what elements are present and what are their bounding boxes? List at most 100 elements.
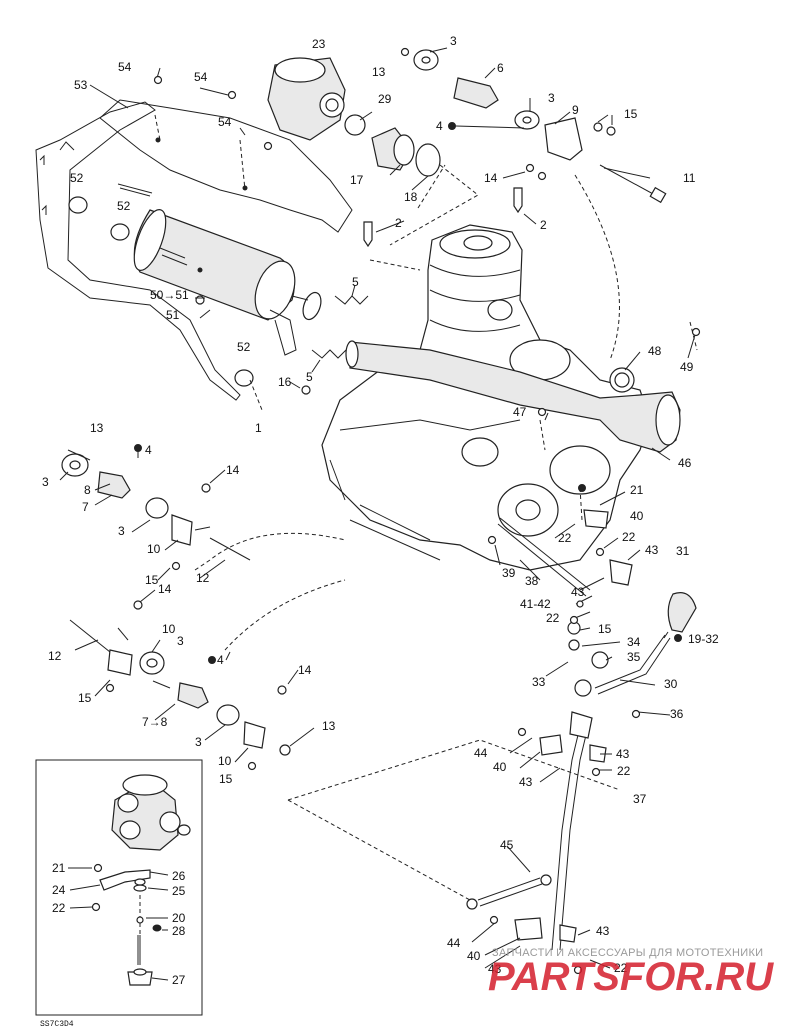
- callout: 21: [52, 861, 66, 875]
- watermark: ЗАПЧАСТИ И АКСЕССУАРЫ ДЛЯ МОТОТЕХНИКИ PA…: [488, 947, 774, 999]
- callout: 44: [474, 746, 488, 760]
- callout: 16: [278, 375, 292, 389]
- shift-linkage: [466, 711, 607, 951]
- callout: 14: [158, 582, 172, 596]
- callout: 13: [372, 65, 386, 79]
- intake-boot-and-clamps: [344, 114, 441, 177]
- callout: 14: [298, 663, 312, 677]
- callout: 11: [683, 171, 696, 185]
- callout: 10: [147, 542, 161, 556]
- callout: 43: [571, 585, 585, 599]
- shield-rivet: [242, 185, 248, 191]
- callout: 1: [255, 421, 262, 435]
- watermark-tagline: ЗАПЧАСТИ И АКСЕССУАРЫ ДЛЯ МОТОТЕХНИКИ: [492, 947, 763, 959]
- callout: 21: [630, 483, 644, 497]
- callout: 6: [497, 61, 504, 75]
- callout: 14: [484, 171, 498, 185]
- engine-mount-upper: [413, 49, 667, 204]
- callout: 40: [630, 509, 644, 523]
- callout: 3: [450, 34, 457, 48]
- callout: 20: [172, 911, 186, 925]
- callout: 4: [436, 119, 443, 133]
- callout: 22: [546, 611, 560, 625]
- callout: 46: [678, 456, 692, 470]
- callout: 33: [532, 675, 546, 689]
- callout: 34: [627, 635, 641, 649]
- callout: 4: [145, 443, 152, 457]
- callout: 54: [194, 70, 208, 84]
- callout: 23: [312, 37, 326, 51]
- callout: 29: [378, 92, 392, 106]
- callout: 15: [624, 107, 638, 121]
- callout: 3: [177, 634, 184, 648]
- callout: 5: [306, 370, 313, 384]
- leader-lines: [59, 47, 696, 969]
- callout: 15: [78, 691, 92, 705]
- callout: 9: [572, 103, 579, 117]
- callout: 40: [467, 949, 481, 963]
- muffler-screw: [197, 267, 203, 273]
- engine-block: [321, 224, 651, 571]
- callout: 45: [500, 838, 514, 852]
- callout: 3: [548, 91, 555, 105]
- carburetor: [267, 57, 346, 141]
- fasteners: [105, 47, 701, 975]
- callout: 40: [493, 760, 507, 774]
- callout: 7→8: [142, 715, 168, 729]
- callout: 43: [596, 924, 610, 938]
- callout: 25: [172, 884, 186, 898]
- callout: 2: [395, 216, 402, 230]
- callout: 22: [52, 901, 66, 915]
- callout: 52: [70, 171, 84, 185]
- callout: 22: [622, 530, 636, 544]
- callout: 28: [172, 924, 186, 938]
- callout: 43: [519, 775, 533, 789]
- front-engine-mount: [69, 600, 291, 756]
- callout: 39: [502, 566, 516, 580]
- callout: 41-42: [520, 597, 551, 611]
- callout: 52: [237, 340, 251, 354]
- callout: 43: [616, 747, 630, 761]
- callout: 54: [218, 115, 232, 129]
- callout: 22: [617, 764, 631, 778]
- callout: 27: [172, 973, 186, 987]
- callout: 22: [558, 531, 572, 545]
- callout: 47: [513, 405, 527, 419]
- callout: 18: [404, 190, 418, 204]
- shift-rod-38: [497, 509, 633, 597]
- callout: 13: [322, 719, 336, 733]
- callout: 51: [166, 308, 180, 322]
- drawing-code: SS7C3D4: [40, 1020, 74, 1029]
- callout: 50→51: [150, 288, 189, 302]
- callout: 17: [350, 173, 364, 187]
- callout-labels: 23 3 13 6 3 54 54 53 29 4 9 15 54 17 14 …: [42, 34, 719, 987]
- callout: 38: [525, 574, 539, 588]
- callout: 3: [195, 735, 202, 749]
- callout: 5: [352, 275, 359, 289]
- callout: 15: [219, 772, 233, 786]
- callout: 19-32: [688, 632, 719, 646]
- heat-shield: [99, 99, 353, 233]
- callout: 36: [670, 707, 684, 721]
- callout: 14: [226, 463, 240, 477]
- callout: 44: [447, 936, 461, 950]
- exhaust-pipe: [345, 340, 681, 453]
- callout: 31: [676, 544, 690, 558]
- callout: 30: [664, 677, 678, 691]
- callout: 35: [627, 650, 641, 664]
- callout: 10: [218, 754, 232, 768]
- callout: 4: [217, 653, 224, 667]
- callout: 10: [162, 622, 176, 636]
- callout: 12: [48, 649, 62, 663]
- callout: 53: [74, 78, 88, 92]
- callout: 15: [145, 573, 159, 587]
- dashed-references: [194, 164, 698, 901]
- callout: 8: [84, 483, 91, 497]
- callout: 3: [118, 524, 125, 538]
- callout: 15: [598, 622, 612, 636]
- callout: 54: [118, 60, 132, 74]
- callout: 49: [680, 360, 694, 374]
- callout: 24: [52, 883, 66, 897]
- callout: 7: [82, 500, 89, 514]
- callout: 12: [196, 571, 210, 585]
